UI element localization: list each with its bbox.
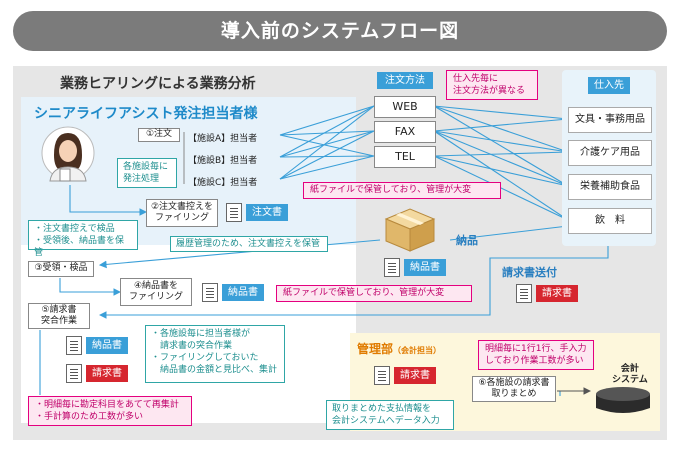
per-facility-note-line-2: 発注処理	[123, 174, 160, 185]
inspect-note: ・注文書控えで検品 ・受領後、納品書を保管	[28, 220, 138, 258]
paper-note-top: 紙ファイルで保管しており、管理が大変	[303, 182, 501, 199]
step6-line-1: ⑥各施設の請求書	[478, 377, 550, 388]
order-step-box: ①注文	[138, 128, 180, 142]
inspect-note-line-1: ・注文書控えで検品	[34, 224, 115, 234]
method-note: 仕入先毎に 注文方法が異なる	[446, 70, 538, 100]
step5-line-1: ⑤請求書	[41, 304, 77, 315]
step2-line-2: ファイリング	[154, 213, 209, 223]
delivery-doc-label-3: 納品書	[404, 259, 446, 276]
delivery-doc-icon-1	[202, 283, 218, 302]
senior-title: シニアライフアシスト発注担当者様	[34, 106, 258, 122]
invoice-send-label: 請求書送付	[502, 266, 557, 279]
step2-line-1: ②注文書控えを	[150, 201, 214, 212]
mgmt-title-sub: （会計担当）	[393, 346, 442, 355]
step3-box: ③受領・検品	[28, 261, 94, 277]
supplier-stationery: 文具・事務用品	[568, 107, 652, 133]
method-note-line-2: 注文方法が異なる	[453, 86, 526, 97]
method-web: WEB	[374, 96, 436, 118]
mgmt-note-line-1: 明細毎に1行1行、手入力	[485, 344, 587, 354]
step4-line-2: ファイリング	[128, 292, 183, 302]
analysis-title: 業務ヒアリングによる業務分析	[60, 76, 256, 92]
reconcile-note: ・各施設毎に担当者様が 請求書の突合作業 ・ファイリングしておいた 納品書の金額…	[145, 325, 285, 383]
database-icon	[596, 387, 650, 413]
delivery-doc-label-2: 納品書	[86, 337, 128, 354]
facility-a-label: 【施設A】担当者	[188, 134, 258, 144]
step4-box: ④納品書を ファイリング	[120, 278, 192, 306]
staff-avatar-icon	[41, 126, 95, 182]
bottom-note: ・明細毎に勘定科目をあてて再集計 ・手計算のため工数が多い	[28, 396, 192, 426]
facility-c-label: 【施設C】担当者	[188, 178, 258, 188]
reconcile-note-line-2: 請求書の突合作業	[151, 341, 233, 352]
mgmt-note: 明細毎に1行1行、手入力 しており作業工数が多い	[478, 340, 594, 370]
reconcile-note-line-1: ・各施設毎に担当者様が	[151, 329, 251, 339]
invoice-doc-label-2: 請求書	[536, 285, 578, 302]
bottom-note-line-2: ・手計算のため工数が多い	[35, 412, 144, 423]
method-note-line-1: 仕入先毎に	[453, 74, 499, 84]
step5-line-2: 突合作業	[40, 316, 77, 326]
summary-note-line-1: 取りまとめた支払情報を	[332, 404, 432, 414]
accounting-system-label: 会計 システム	[612, 364, 648, 387]
facility-bracket	[183, 132, 185, 184]
mgmt-title-main: 管理部	[357, 342, 394, 356]
mgmt-note-line-2: しており作業工数が多い	[485, 356, 584, 367]
method-fax: FAX	[374, 121, 436, 143]
step3-label: ③受領・検品	[34, 263, 88, 274]
method-tel: TEL	[374, 146, 436, 168]
summary-note-line-2: 会計システムへデータ入力	[332, 416, 440, 427]
order-step-label: ①注文	[145, 129, 173, 140]
supplier-drinks: 飲 料	[568, 208, 652, 234]
mgmt-title: 管理部（会計担当）	[357, 340, 441, 357]
invoice-doc-icon-2	[516, 284, 532, 303]
summary-note: 取りまとめた支払情報を 会計システムへデータ入力	[326, 400, 454, 430]
delivery-doc-label-1: 納品書	[222, 284, 264, 301]
step2-box: ②注文書控えを ファイリング	[146, 199, 218, 227]
step6-line-2: 取りまとめ	[491, 389, 537, 399]
invoice-doc-label-3: 請求書	[394, 367, 436, 384]
package-icon	[384, 208, 436, 252]
order-method-label: 注文方法	[377, 72, 433, 89]
reconcile-note-line-4: 納品書の金額と見比べ、集計	[151, 365, 278, 376]
order-doc-label: 注文書	[246, 204, 288, 221]
supplier-care: 介護ケア用品	[568, 140, 652, 166]
bottom-note-line-1: ・明細毎に勘定科目をあてて再集計	[35, 400, 179, 410]
supplier-nutrition: 栄養補助食品	[568, 174, 652, 200]
invoice-doc-label-1: 請求書	[86, 365, 128, 382]
accounting-system-line-2: システム	[612, 375, 648, 386]
accounting-system-line-1: 会計	[620, 364, 639, 374]
delivery-doc-icon-2	[66, 336, 82, 355]
history-note: 履歴管理のため、注文書控えを保管	[170, 236, 328, 252]
step6-box: ⑥各施設の請求書 取りまとめ	[472, 376, 556, 402]
supplier-label: 仕入先	[588, 77, 630, 94]
step5-box: ⑤請求書 突合作業	[28, 303, 90, 329]
order-doc-icon	[226, 203, 242, 222]
per-facility-note: 各施設毎に 発注処理	[117, 158, 177, 188]
step4-line-1: ④納品書を	[133, 280, 179, 291]
page-title: 導入前のシステムフロー図	[13, 11, 667, 51]
per-facility-note-line-1: 各施設毎に	[123, 162, 169, 172]
invoice-doc-icon-1	[66, 364, 82, 383]
invoice-doc-icon-3	[374, 366, 390, 385]
delivery-label: 納品	[456, 234, 478, 247]
inspect-note-line-2: ・受領後、納品書を保管	[34, 236, 125, 259]
paper-note-bottom: 紙ファイルで保管しており、管理が大変	[276, 285, 472, 302]
reconcile-note-line-3: ・ファイリングしておいた	[151, 353, 259, 364]
facility-b-label: 【施設B】担当者	[188, 156, 258, 166]
delivery-doc-icon-3	[384, 258, 400, 277]
